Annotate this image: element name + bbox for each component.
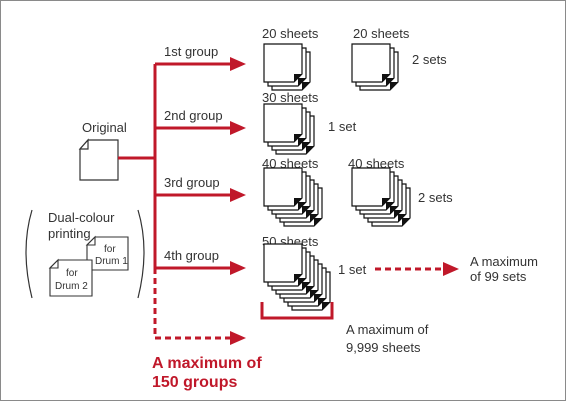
group-label-4: 4th group bbox=[164, 248, 219, 263]
group2-sets: 1 set bbox=[328, 119, 357, 134]
group3-sets: 2 sets bbox=[418, 190, 453, 205]
original-label: Original bbox=[82, 120, 127, 135]
group-arrow-3 bbox=[155, 188, 246, 202]
drum2-document-icon bbox=[48, 258, 93, 297]
group4-stack bbox=[263, 243, 331, 311]
max-sets-line2: of 99 sets bbox=[470, 269, 527, 284]
max-sets-line1: A maximum bbox=[470, 254, 538, 269]
group-arrow-4 bbox=[155, 261, 246, 275]
group3-sheets: 40 sheets bbox=[262, 156, 319, 171]
group2-stack bbox=[263, 103, 315, 155]
group1-sheets: 20 sheets bbox=[262, 26, 319, 41]
group1-stack-b bbox=[351, 43, 399, 91]
group-label-1: 1st group bbox=[164, 44, 218, 59]
drum2-name: Drum 2 bbox=[55, 281, 88, 292]
group-label-3: 3rd group bbox=[164, 175, 220, 190]
dual-colour-line2: printing bbox=[48, 226, 91, 241]
max-sheets-line2: 9,999 sheets bbox=[346, 340, 421, 355]
max-sheets-line1: A maximum of bbox=[346, 322, 429, 337]
drum1-name: Drum 1 bbox=[95, 256, 128, 267]
group-arrow-1 bbox=[155, 57, 246, 71]
dual-colour-line1: Dual-colour bbox=[48, 210, 115, 225]
group-arrow-2 bbox=[155, 121, 246, 135]
drum1-document-icon bbox=[85, 235, 129, 271]
group1-extra-sheets: 20 sheets bbox=[353, 26, 410, 41]
max-groups-line1: A maximum of bbox=[152, 355, 262, 372]
max-groups-line2: 150 groups bbox=[152, 374, 237, 391]
drum2-for: for bbox=[66, 268, 78, 279]
dual-colour-bracket bbox=[25, 209, 145, 299]
max-sheets-bracket bbox=[260, 302, 334, 320]
group1-sets: 2 sets bbox=[412, 52, 447, 67]
group1-stack-a bbox=[263, 43, 311, 91]
group-label-2: 2nd group bbox=[164, 108, 223, 123]
group3-stack-b bbox=[351, 167, 411, 227]
max-sets-arrow bbox=[375, 262, 459, 276]
drum1-for: for bbox=[104, 244, 116, 255]
group3-stack-a bbox=[263, 167, 323, 227]
original-document-icon bbox=[78, 138, 119, 181]
group4-sets: 1 set bbox=[338, 262, 367, 277]
group-arrow-more bbox=[155, 331, 246, 345]
group3-extra-sheets: 40 sheets bbox=[348, 156, 405, 171]
group2-sheets: 30 sheets bbox=[262, 90, 319, 105]
